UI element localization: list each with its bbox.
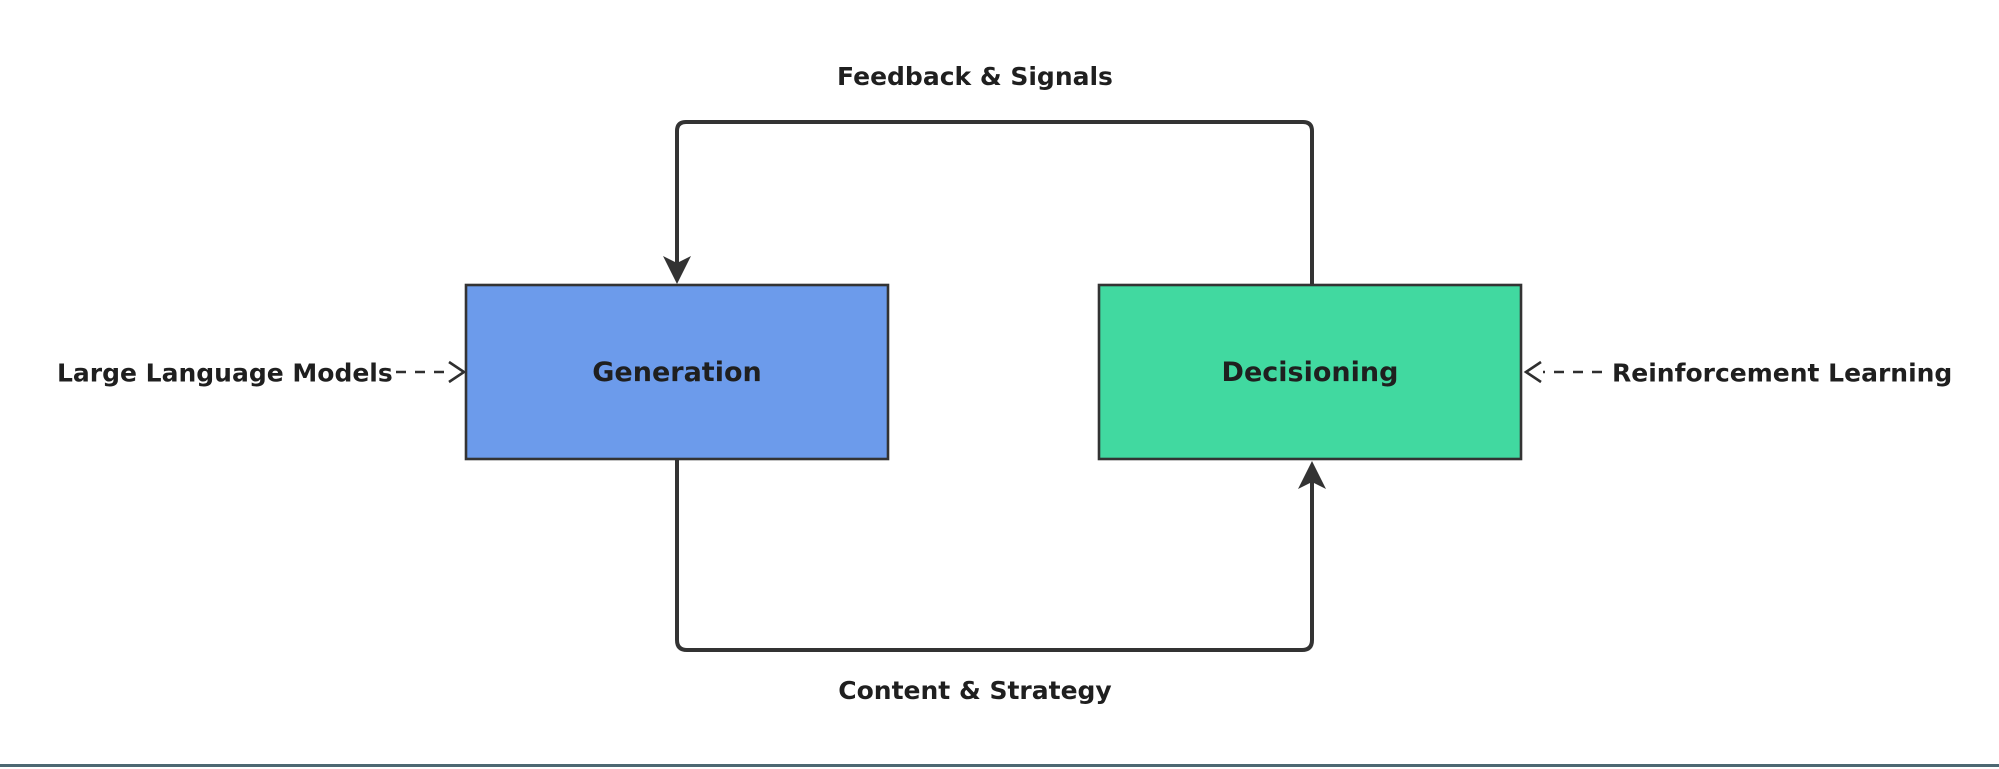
feedback-edge-line (675, 120, 1314, 288)
content-edge-line (675, 457, 1314, 652)
footer-divider (0, 764, 1999, 767)
arrow-up-icon (1298, 461, 1326, 489)
feedback-edge-label: Feedback & Signals (837, 62, 1113, 91)
arrow-left-icon (1523, 360, 1542, 384)
rl-input-label: Reinforcement Learning (1612, 358, 1953, 388)
llm-input-label: Large Language Models (57, 358, 393, 388)
arrow-down-icon (663, 256, 691, 284)
arrow-right-icon (448, 360, 467, 384)
generation-node-label: Generation (592, 356, 762, 388)
decisioning-node (1097, 283, 1523, 461)
content-edge-label: Content & Strategy (838, 676, 1112, 705)
decisioning-node-label: Decisioning (1221, 356, 1399, 388)
generation-node (464, 283, 890, 461)
